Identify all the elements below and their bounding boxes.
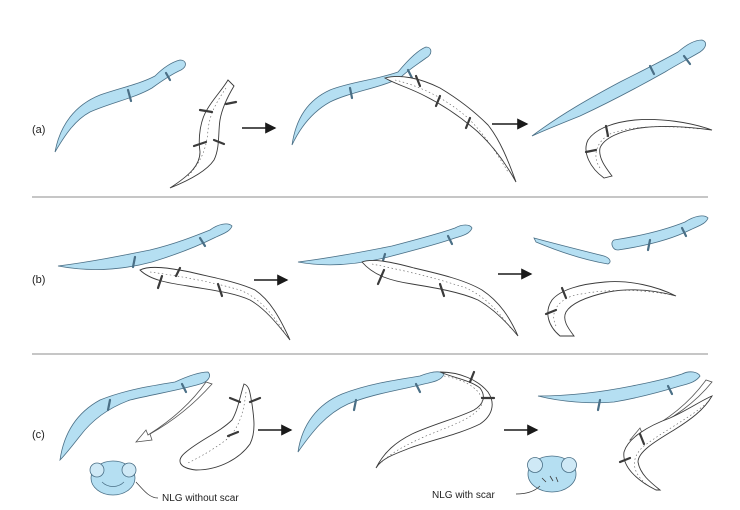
spotted-salamander bbox=[584, 119, 713, 179]
spotted-salamander bbox=[169, 79, 238, 189]
panel-c-label: (c) bbox=[32, 429, 45, 441]
spotted-salamander bbox=[139, 266, 291, 341]
blue-salamander bbox=[297, 224, 473, 266]
blue-salamander bbox=[537, 371, 701, 412]
panel-b: (b) bbox=[32, 215, 709, 341]
spotted-salamander bbox=[383, 74, 517, 183]
panel-a-label: (a) bbox=[32, 124, 45, 136]
blue-salamander bbox=[531, 39, 706, 137]
spotted-salamander bbox=[544, 281, 677, 337]
blue-salamander bbox=[57, 223, 233, 270]
blue-salamander bbox=[611, 215, 709, 252]
spotted-salamander bbox=[618, 395, 714, 491]
caption-nlg-without-scar: NLG without scar bbox=[162, 493, 239, 504]
panel-b-label: (b) bbox=[32, 274, 45, 286]
spotted-salamander bbox=[361, 259, 519, 337]
blue-salamander bbox=[54, 59, 186, 153]
caption-nlg-with-scar: NLG with scar bbox=[432, 490, 495, 501]
blue-salamander bbox=[291, 46, 432, 146]
blue-salamander bbox=[59, 371, 210, 462]
head-without-scar-icon bbox=[89, 460, 137, 496]
curved-arrow-c1 bbox=[135, 381, 213, 443]
head-with-scar-icon bbox=[527, 455, 577, 493]
panel-c: (c) NLG without scar bbox=[32, 370, 714, 504]
detached-tail bbox=[533, 237, 611, 265]
panel-a: (a) bbox=[32, 39, 713, 189]
spotted-salamander bbox=[179, 383, 262, 471]
spotted-salamander bbox=[375, 370, 496, 469]
